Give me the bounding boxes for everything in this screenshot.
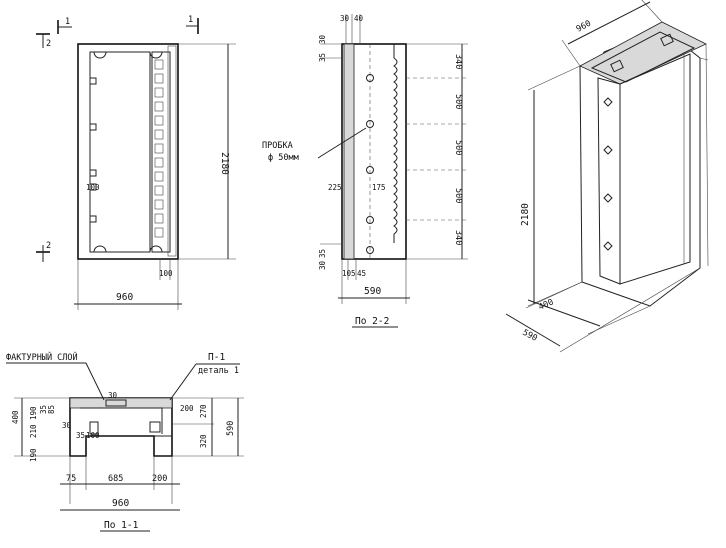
dim-30b: 30 — [108, 391, 118, 400]
dim-190-bottom: 190 — [29, 448, 38, 462]
section-1-1-title: По 1-1 — [104, 520, 139, 531]
iso-width-dim-line — [567, 1, 651, 45]
dim-320: 320 — [199, 434, 208, 448]
iso-channel — [597, 77, 621, 285]
plug-diameter: ф 50мм — [268, 153, 299, 163]
front-panel-cavity — [89, 51, 151, 253]
section-mark-label: 2 — [46, 39, 51, 49]
front-left-notches — [90, 77, 97, 223]
section-2-2-title: По 2-2 — [355, 316, 389, 327]
dim-75: 75 — [66, 474, 76, 484]
dim-340-top: 340 — [453, 54, 463, 69]
dim-225: 225 — [328, 183, 342, 192]
dim-200: 200 — [180, 404, 194, 413]
plug-label: ПРОБКА — [262, 141, 293, 151]
dim-200b: 200 — [152, 474, 167, 484]
dim-bottom-105: 105 — [342, 269, 356, 278]
dim-35: 35 — [39, 405, 48, 414]
dim-left-30: 30 — [318, 34, 327, 44]
front-rib-teeth — [154, 59, 164, 238]
detail-leader — [169, 363, 197, 401]
section-1-1: ФАКТУРНЫЙ СЛОЙ П-1 деталь 1 400 210 190 … — [6, 351, 244, 532]
plug-hole — [366, 166, 374, 174]
iso-height-dim: 2180 — [520, 203, 531, 226]
front-rib-column — [151, 51, 171, 253]
front-height-dim: 2180 — [219, 152, 230, 175]
dim-30: 30 — [62, 421, 72, 430]
dim-175: 175 — [372, 183, 386, 192]
plug-leader-line — [317, 127, 367, 159]
section-mark-top-right: 1 — [186, 15, 199, 34]
front-rib-dim: 100 — [159, 269, 173, 278]
dim-340-bottom: 340 — [453, 230, 463, 245]
dim-400: 400 — [11, 410, 20, 424]
texture-layer-label: ФАКТУРНЫЙ СЛОЙ — [6, 351, 78, 363]
dim-500-a: 500 — [453, 94, 463, 109]
iso-depth-590-line — [505, 313, 561, 347]
dim-685: 685 — [108, 474, 123, 484]
section-2-2-width-dim: 590 — [364, 286, 381, 297]
iso-fasteners — [603, 97, 613, 251]
dim-left-35: 35 — [318, 53, 327, 62]
section-2-2: 30 40 35 30 340 500 500 500 340 ПРОБКА ф… — [262, 14, 468, 328]
front-width-dim: 960 — [116, 292, 133, 303]
dim-85: 85 — [47, 405, 56, 414]
dim-top-40: 40 — [354, 14, 364, 23]
detail-label: деталь 1 — [198, 366, 239, 376]
dim-590: 590 — [226, 421, 236, 436]
section-mark-label: 2 — [46, 241, 51, 251]
section-mark-label: 1 — [65, 17, 70, 27]
dim-bottom-30: 30 — [318, 260, 327, 270]
plug-hole — [366, 246, 374, 254]
dim-190-top: 190 — [29, 406, 38, 420]
iso-depth-590: 590 — [521, 328, 539, 344]
isometric-view: 2180 960 400 590 — [505, 0, 709, 353]
plug-hole — [366, 120, 374, 128]
dim-500-c: 500 — [453, 188, 463, 203]
p1-label: П-1 — [208, 352, 225, 363]
dim-210: 210 — [29, 424, 38, 438]
front-panel-outline — [77, 43, 179, 260]
plug-hole — [366, 74, 374, 82]
dim-bottom-45: 45 — [357, 269, 366, 278]
dim-500-b: 500 — [453, 140, 463, 155]
dim-960: 960 — [112, 498, 129, 509]
front-label-100: 100 — [86, 183, 100, 192]
texture-layer-leader — [85, 362, 105, 401]
section-mark-label: 1 — [188, 15, 193, 25]
section-mark-left: 2 — [36, 33, 51, 49]
dim-bottom-35: 35 — [318, 249, 327, 258]
dim-270: 270 — [199, 404, 208, 418]
section-mark-bottom: 2 — [36, 241, 51, 262]
iso-depth-400: 400 — [537, 297, 555, 312]
section-2-2-outline — [341, 43, 407, 260]
iso-top-face — [579, 21, 707, 85]
plug-hole — [366, 216, 374, 224]
front-view: 1 1 2 2 — [36, 15, 236, 310]
iso-depth-400-line — [527, 299, 601, 327]
dim-100: 100 — [86, 431, 100, 440]
dim-top-30: 30 — [340, 14, 350, 23]
section-mark-top-left: 1 — [57, 17, 72, 34]
dim-35b: 35 — [76, 431, 85, 440]
